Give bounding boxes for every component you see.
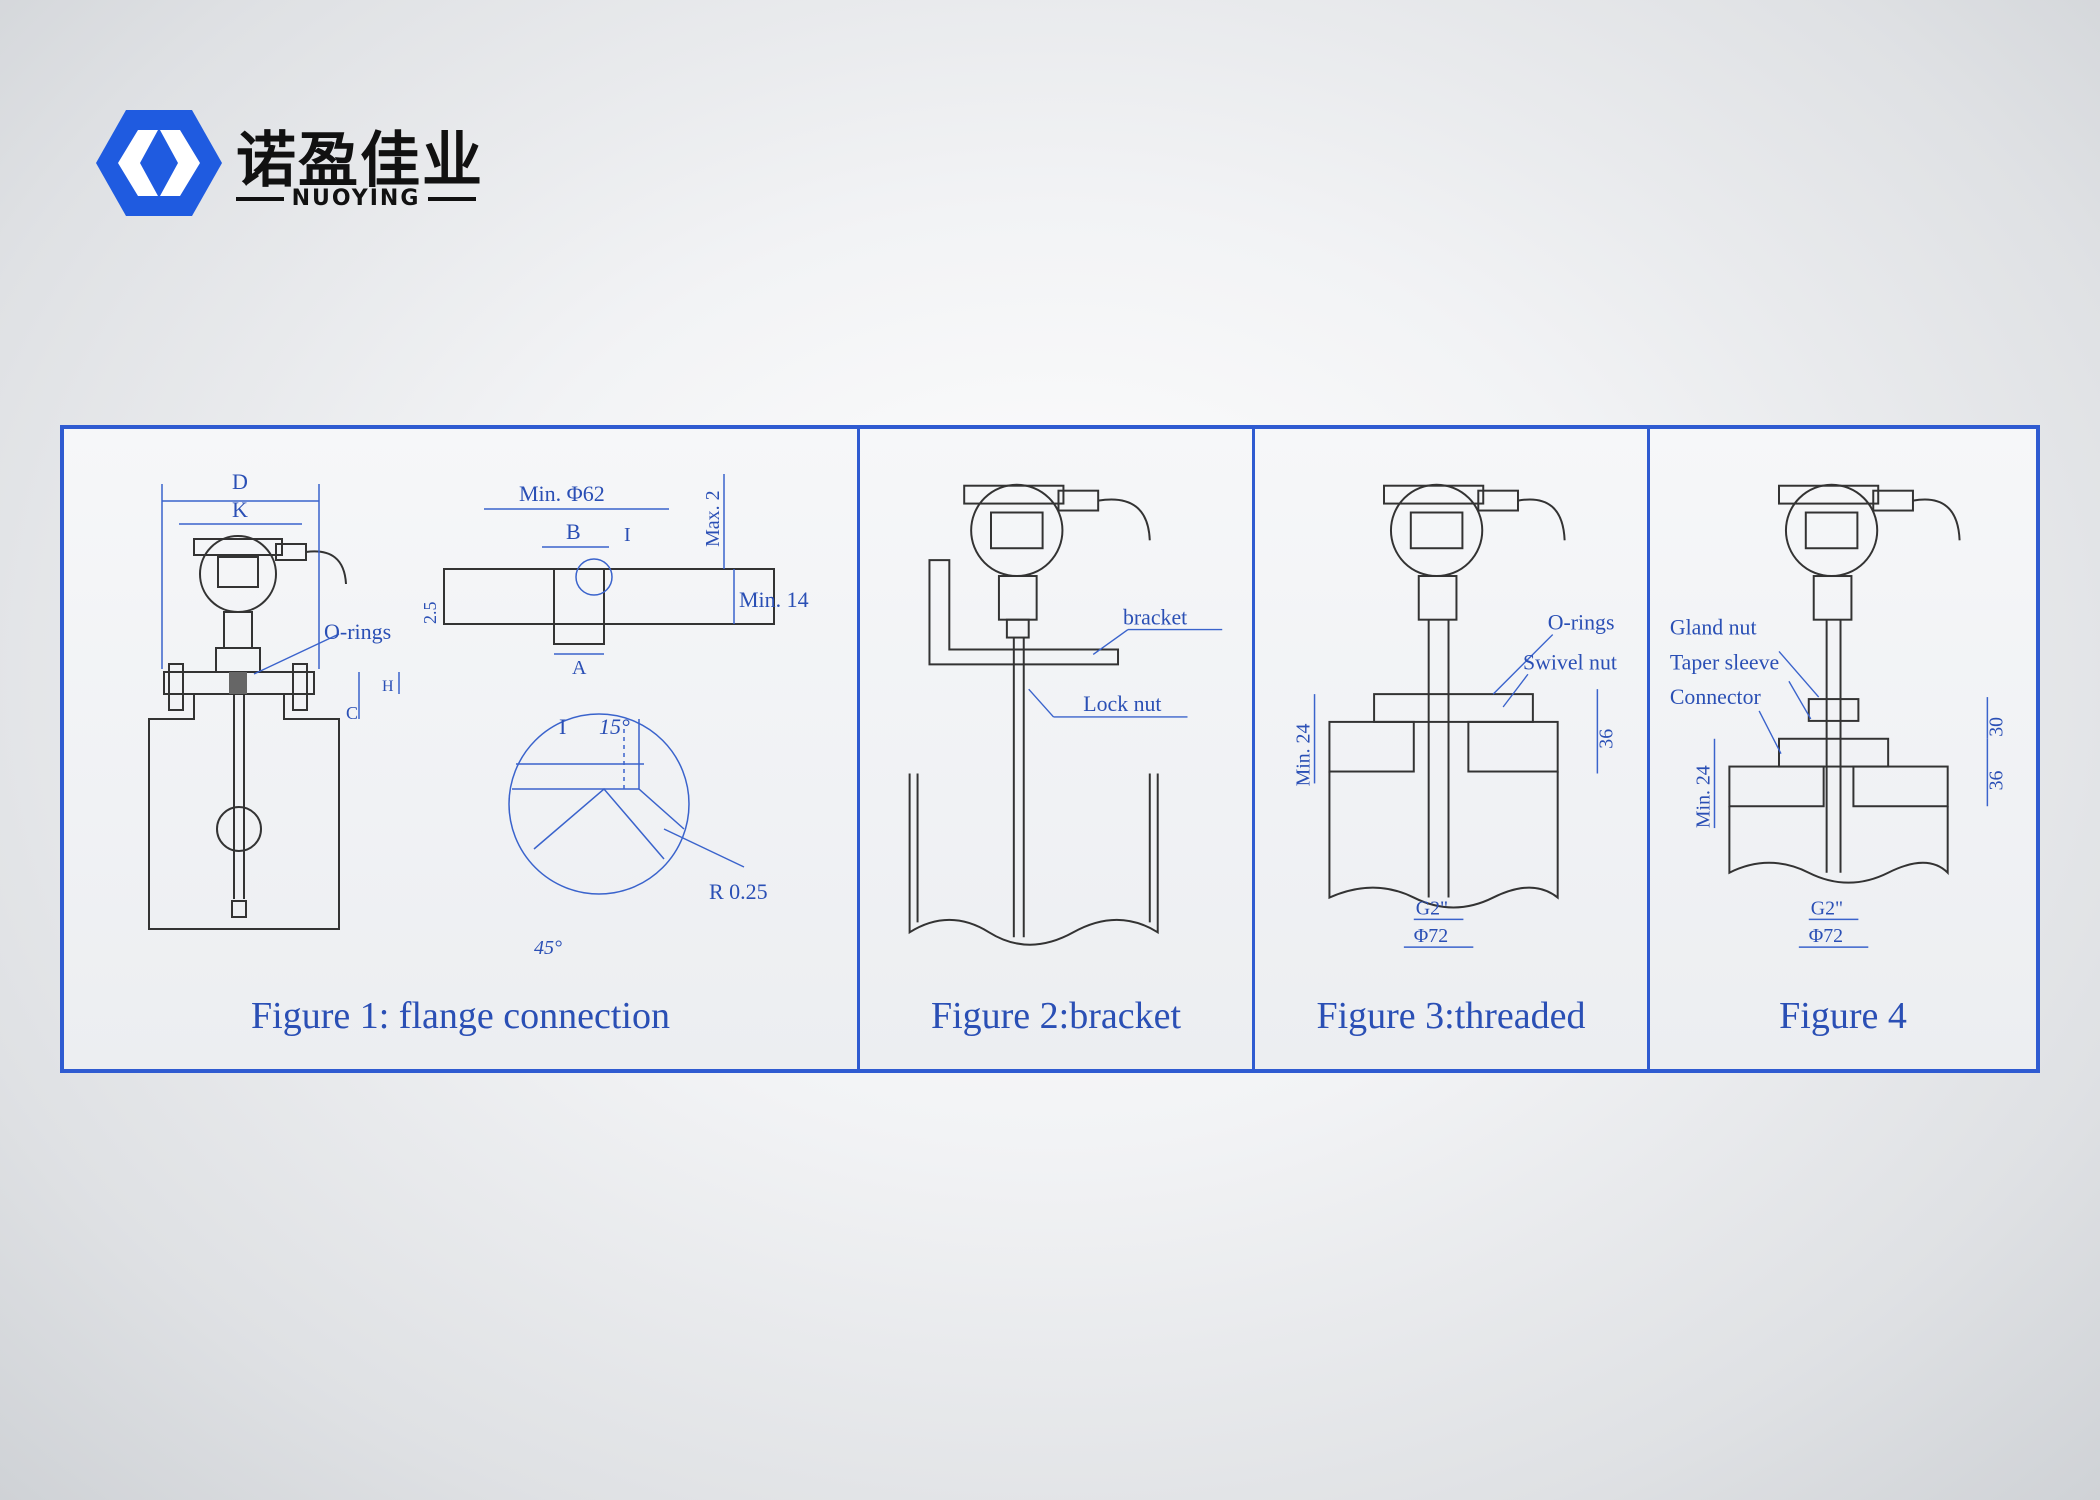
label-a: A: [572, 657, 587, 679]
figure-3-threaded: O-rings Swivel nut Min. 24 36 G2" Φ72 Fi…: [1252, 429, 1647, 1069]
brand-logo: 诺盈佳业 NUOYING: [96, 108, 482, 220]
label-phi72: Φ72: [1414, 925, 1448, 947]
label-2-5: 2.5: [420, 602, 440, 625]
label-min-phi62: Min. Φ62: [519, 481, 605, 506]
label-min14: Min. 14: [739, 587, 809, 612]
transmitter-head: [193, 535, 347, 673]
label-detail-i: I: [559, 714, 566, 739]
figure-2-caption: Figure 2:bracket: [930, 995, 1182, 1037]
figure-4-caption: Figure 4: [1779, 995, 1907, 1037]
bracket-plate: [928, 559, 1120, 666]
label-30: 30: [1985, 717, 2007, 737]
label-15-deg: 15°: [599, 714, 630, 739]
label-bracket: bracket: [1123, 606, 1187, 630]
figure-3-caption: Figure 3:threaded: [1316, 995, 1586, 1037]
transmitter-head: [963, 483, 1151, 639]
label-b: B: [566, 519, 581, 544]
label-o-rings: O-rings: [1548, 611, 1615, 635]
figure-4: Gland nut Taper sleeve Connector Min. 24…: [1647, 429, 2036, 1069]
logo-mark-icon: [96, 110, 222, 216]
label-o-rings: O-rings: [324, 619, 391, 644]
label-gland-nut: Gland nut: [1670, 616, 1757, 640]
figure-3-drawing: O-rings Swivel nut Min. 24 36 G2" Φ72: [1293, 483, 1617, 948]
label-g2: G2": [1811, 897, 1843, 919]
figure-1-flange-connection: D K O-rings C H Min. Φ62 B I A Max: [64, 429, 857, 1069]
transmitter-head: [1383, 483, 1566, 621]
label-max2: Max. 2: [702, 490, 724, 547]
label-min24: Min. 24: [1693, 765, 1715, 828]
figure-4-drawing: Gland nut Taper sleeve Connector Min. 24…: [1670, 483, 2007, 948]
label-connector: Connector: [1670, 685, 1762, 709]
label-g2: G2": [1416, 897, 1448, 919]
label-lock-nut: Lock nut: [1083, 692, 1161, 716]
figure-1-drawing: D K O-rings C H Min. Φ62 B I A Max: [148, 469, 809, 959]
label-45-deg: 45°: [534, 937, 562, 959]
brand-name-cn: 诺盈佳业: [236, 126, 484, 196]
label-phi72: Φ72: [1809, 925, 1843, 947]
installation-figures-panel: D K O-rings C H Min. Φ62 B I A Max: [60, 425, 2040, 1073]
detail-circle: [508, 713, 690, 895]
tank: [908, 637, 1159, 946]
label-k: K: [232, 497, 248, 522]
figure-1-caption: Figure 1: flange connection: [251, 995, 670, 1037]
label-c: C: [346, 703, 358, 723]
label-swivel-nut: Swivel nut: [1523, 650, 1617, 674]
swivel-fitting: [1328, 619, 1559, 909]
brand-name-en: NUOYING: [236, 186, 476, 211]
label-min24: Min. 24: [1293, 724, 1315, 787]
label-36: 36: [1985, 770, 2007, 790]
label-d: D: [232, 469, 248, 494]
label-h: H: [382, 678, 394, 695]
brand-name-en-text: NUOYING: [291, 186, 421, 211]
label-36: 36: [1595, 729, 1617, 749]
label-i: I: [624, 524, 631, 546]
transmitter-head: [1778, 483, 1961, 621]
figure-2-bracket: bracket Lock nut Figure 2:bracket: [857, 429, 1252, 1069]
weld-detail: [443, 558, 775, 645]
label-taper-sleeve: Taper sleeve: [1670, 650, 1779, 674]
gland-fitting: [1728, 619, 1949, 884]
figure-2-drawing: bracket Lock nut: [908, 483, 1223, 946]
flange: [148, 663, 340, 930]
label-r025: R 0.25: [709, 879, 768, 904]
